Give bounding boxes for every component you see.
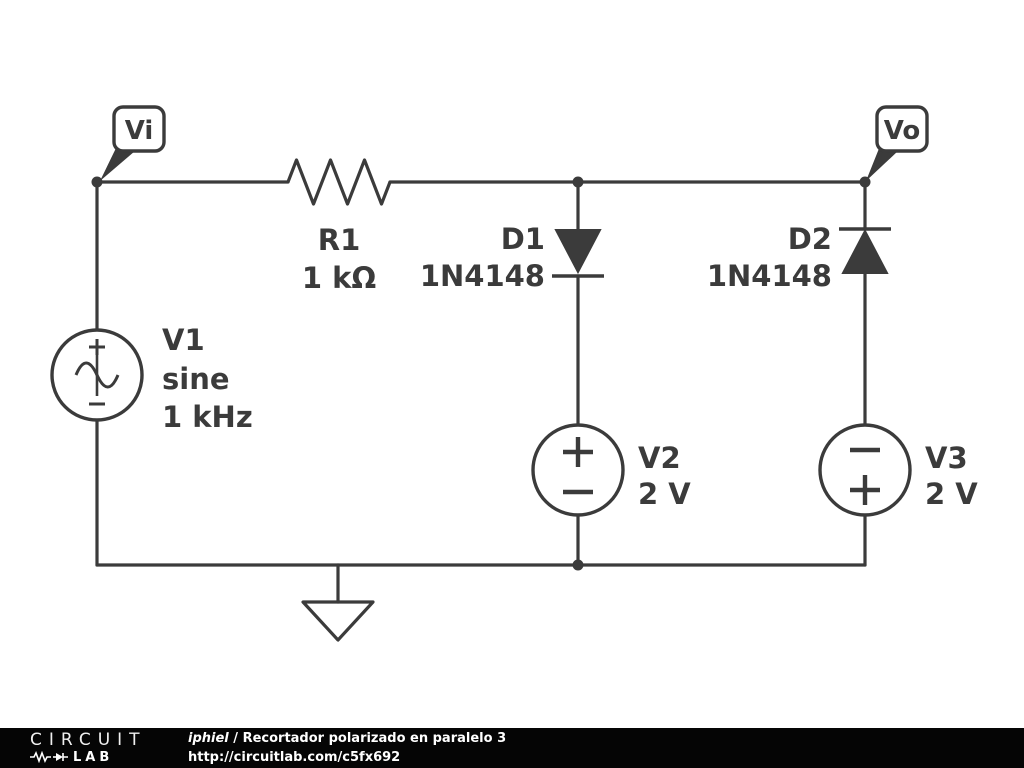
author-name: iphiel [188, 730, 229, 746]
label-d2-value: 1N4148 [707, 259, 832, 293]
source-v2 [531, 423, 625, 517]
diode-d1-triangle [554, 229, 602, 275]
source-v3-body [818, 423, 912, 517]
node-flag-vo: Vo [866, 105, 929, 181]
junction-dot [572, 559, 584, 571]
circuit-byline: iphiel / Recortador polarizado en parale… [188, 729, 506, 749]
label-v1-value: 1 kHz [162, 400, 253, 434]
source-v2-body [531, 423, 625, 517]
label-v1-name: V1 [162, 323, 205, 357]
logo-resistor-diode-icon [30, 751, 68, 764]
label-r1-value: 1 kΩ [302, 261, 376, 295]
wires [95, 180, 867, 604]
junction-dot [91, 176, 103, 188]
node-flag-vo-box [875, 105, 929, 153]
label-v3-name: V3 [925, 441, 968, 475]
byline-separator: / [228, 730, 243, 746]
circuitlab-logo-text-top: CIRCUIT [30, 730, 147, 751]
label-d2-name: D2 [788, 222, 832, 256]
diode-d2-triangle [841, 228, 889, 274]
node-flag-vi: Vi [100, 105, 166, 181]
source-v1-sine-wave [74, 361, 120, 389]
circuitlab-logo-bottom-row: LAB [30, 751, 188, 764]
node-label-vo: Vo [884, 116, 921, 146]
circuitlab-logo: CIRCUIT LAB [30, 730, 188, 764]
label-d1-name: D1 [501, 222, 545, 256]
junction-dot [572, 176, 584, 188]
source-v2-plus [563, 437, 593, 467]
label-r1-name: R1 [318, 223, 361, 257]
diode-d2 [839, 227, 891, 274]
footer-bar: CIRCUIT LAB iphiel / Recortador polariza… [0, 728, 1024, 768]
resistor-r1 [286, 158, 392, 206]
source-v3-plus [850, 475, 880, 505]
circuit-title: Recortador polarizado en paralelo 3 [242, 730, 507, 746]
label-v2-name: V2 [638, 441, 681, 475]
circuitlab-logo-text-bottom: LAB [73, 749, 114, 765]
junction-dots [91, 176, 871, 571]
ground-symbol [301, 600, 375, 642]
source-v1 [50, 328, 144, 422]
node-label-vi: Vi [125, 116, 154, 146]
label-v3-value: 2 V [925, 477, 978, 511]
diode-d1 [552, 229, 604, 278]
label-v2-value: 2 V [638, 477, 691, 511]
node-flag-vi-tail [100, 146, 135, 181]
source-v1-plus [89, 339, 105, 355]
node-flag-vo-tail [866, 146, 898, 181]
circuit-url: http://circuitlab.com/c5fx692 [188, 750, 401, 765]
circuit-schematic: Vi Vo R1 1 kΩ D1 1N4148 D2 1N4148 V1 sin… [50, 105, 978, 642]
label-d1-value: 1N4148 [420, 259, 545, 293]
label-v1-type: sine [162, 362, 230, 396]
source-v3 [818, 423, 912, 517]
footer-text-block: iphiel / Recortador polarizado en parale… [188, 729, 506, 768]
node-flag-vi-box [112, 105, 166, 153]
